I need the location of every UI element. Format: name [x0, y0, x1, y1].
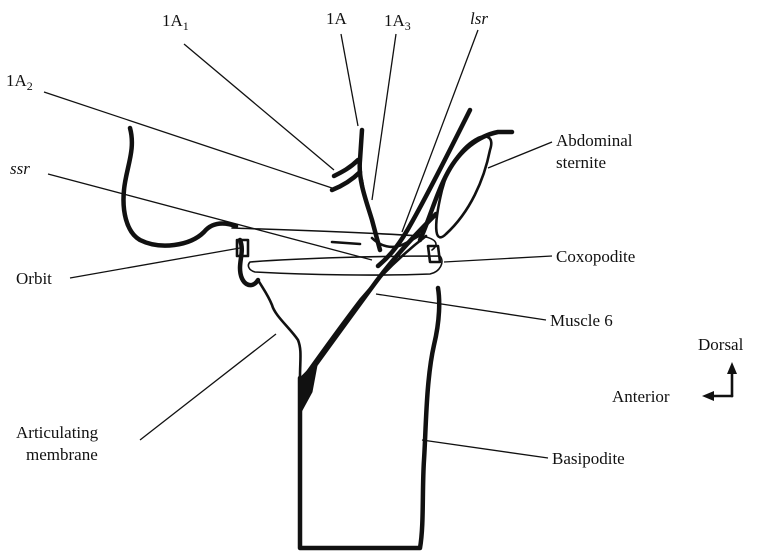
label-abdominal-line1: Abdominal [556, 131, 633, 150]
label-coxopodite: Coxopodite [556, 247, 635, 266]
label-1a3: 1A3 [384, 11, 411, 33]
lsr-nerve [378, 110, 470, 266]
label-articulating-line1: Articulating [16, 423, 99, 442]
nerve-branch-1a3 [362, 180, 372, 222]
label-basipodite: Basipodite [552, 449, 625, 468]
orientation-indicator [702, 362, 737, 401]
anterior-arrow-icon [702, 391, 714, 401]
specimen-drawing [124, 110, 512, 548]
label-abdominal-line2: sternite [556, 153, 606, 172]
label-ssr: ssr [10, 159, 30, 178]
abdominal-outline-left [124, 128, 236, 246]
dorsal-arrow-icon [727, 362, 737, 374]
label-muscle-6: Muscle 6 [550, 311, 613, 330]
label-anterior: Anterior [612, 387, 670, 406]
label-articulating-line2: membrane [26, 445, 98, 464]
basipodite-left-contour [258, 280, 301, 378]
label-1a: 1A [326, 9, 348, 28]
label-lsr: lsr [470, 9, 488, 28]
ssr-nerve-end [332, 242, 360, 244]
nerve-branch-1a1 [334, 160, 358, 176]
label-dorsal: Dorsal [698, 335, 744, 354]
label-1a2: 1A2 [6, 71, 33, 93]
basipodite-outline [300, 288, 439, 548]
coxopodite-ring [248, 256, 442, 275]
label-orbit: Orbit [16, 269, 52, 288]
label-1a1: 1A1 [162, 11, 189, 33]
